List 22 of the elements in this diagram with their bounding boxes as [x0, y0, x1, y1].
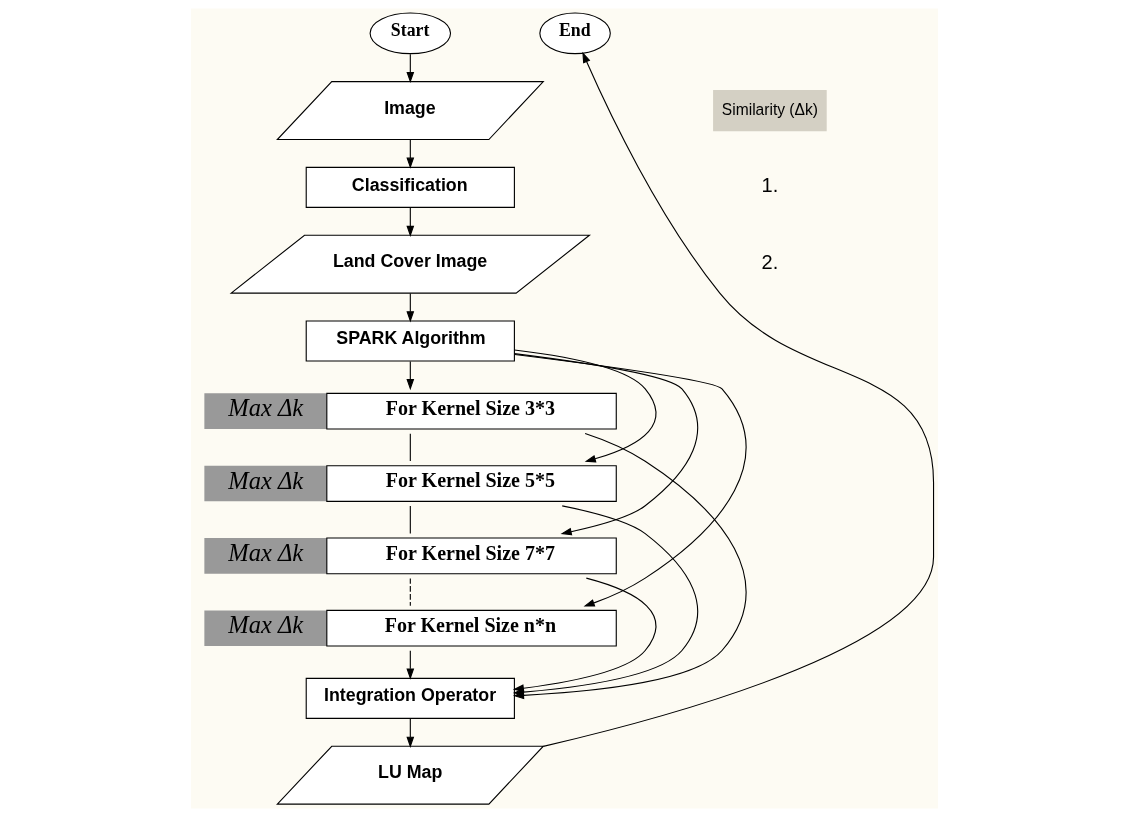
node-box: Integration Operator [305, 677, 515, 719]
label: Similarity (Δk) [721, 100, 818, 118]
arrow [405, 139, 414, 169]
node-box: Classification [305, 166, 515, 208]
connector [409, 577, 411, 607]
arrow [405, 53, 414, 84]
arrow [513, 349, 656, 463]
label: 2. [761, 251, 778, 274]
arrow [513, 353, 698, 536]
arrow [405, 207, 414, 237]
node-box: SPARK Algorithm [305, 320, 515, 362]
connector [409, 505, 411, 535]
arrow [405, 718, 414, 748]
arrow [405, 360, 414, 391]
node-ellipse: End [538, 12, 611, 55]
connector [409, 433, 411, 462]
arrow [512, 577, 657, 693]
arrow [542, 51, 934, 747]
arrow [513, 353, 746, 607]
node-ellipse: Start [369, 12, 451, 55]
arrow [405, 292, 414, 323]
label: 1. [761, 174, 778, 197]
